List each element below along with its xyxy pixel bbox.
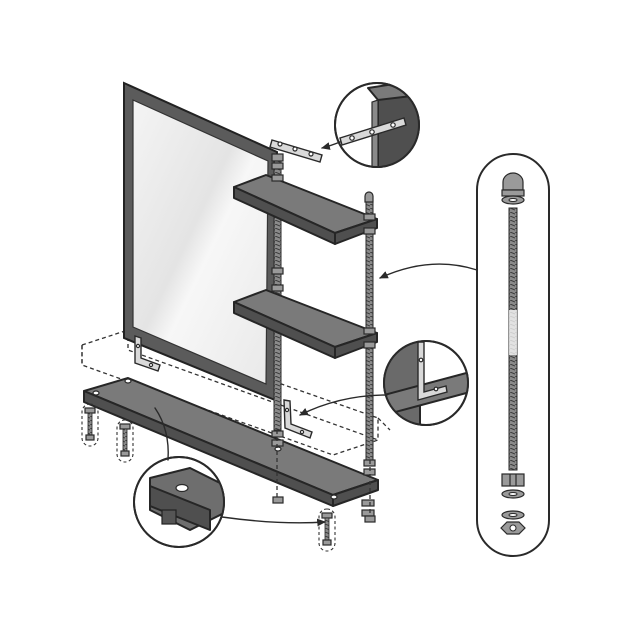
ghost-outline bbox=[81, 329, 391, 456]
l-bracket-mirror bbox=[134, 335, 161, 372]
leveling-foot-3 bbox=[318, 508, 336, 552]
middle-shelf bbox=[233, 267, 378, 359]
rod-hardware-detail bbox=[476, 153, 550, 557]
callout-arrows bbox=[154, 141, 478, 527]
mirror-panel bbox=[123, 81, 279, 402]
foot-detail bbox=[133, 456, 225, 548]
upper-shelf bbox=[233, 174, 378, 245]
front-rod-top-hardware bbox=[271, 153, 284, 170]
flat-bracket-part bbox=[269, 139, 323, 163]
rod-drop-guides bbox=[276, 430, 371, 520]
flat-bracket-detail bbox=[334, 82, 420, 168]
base-board bbox=[83, 377, 379, 517]
leveling-foot-1 bbox=[81, 403, 99, 447]
leveling-foot-2 bbox=[116, 419, 134, 463]
l-bracket-detail bbox=[383, 340, 469, 426]
l-bracket-rod bbox=[283, 399, 313, 439]
loose-nuts bbox=[272, 496, 376, 523]
